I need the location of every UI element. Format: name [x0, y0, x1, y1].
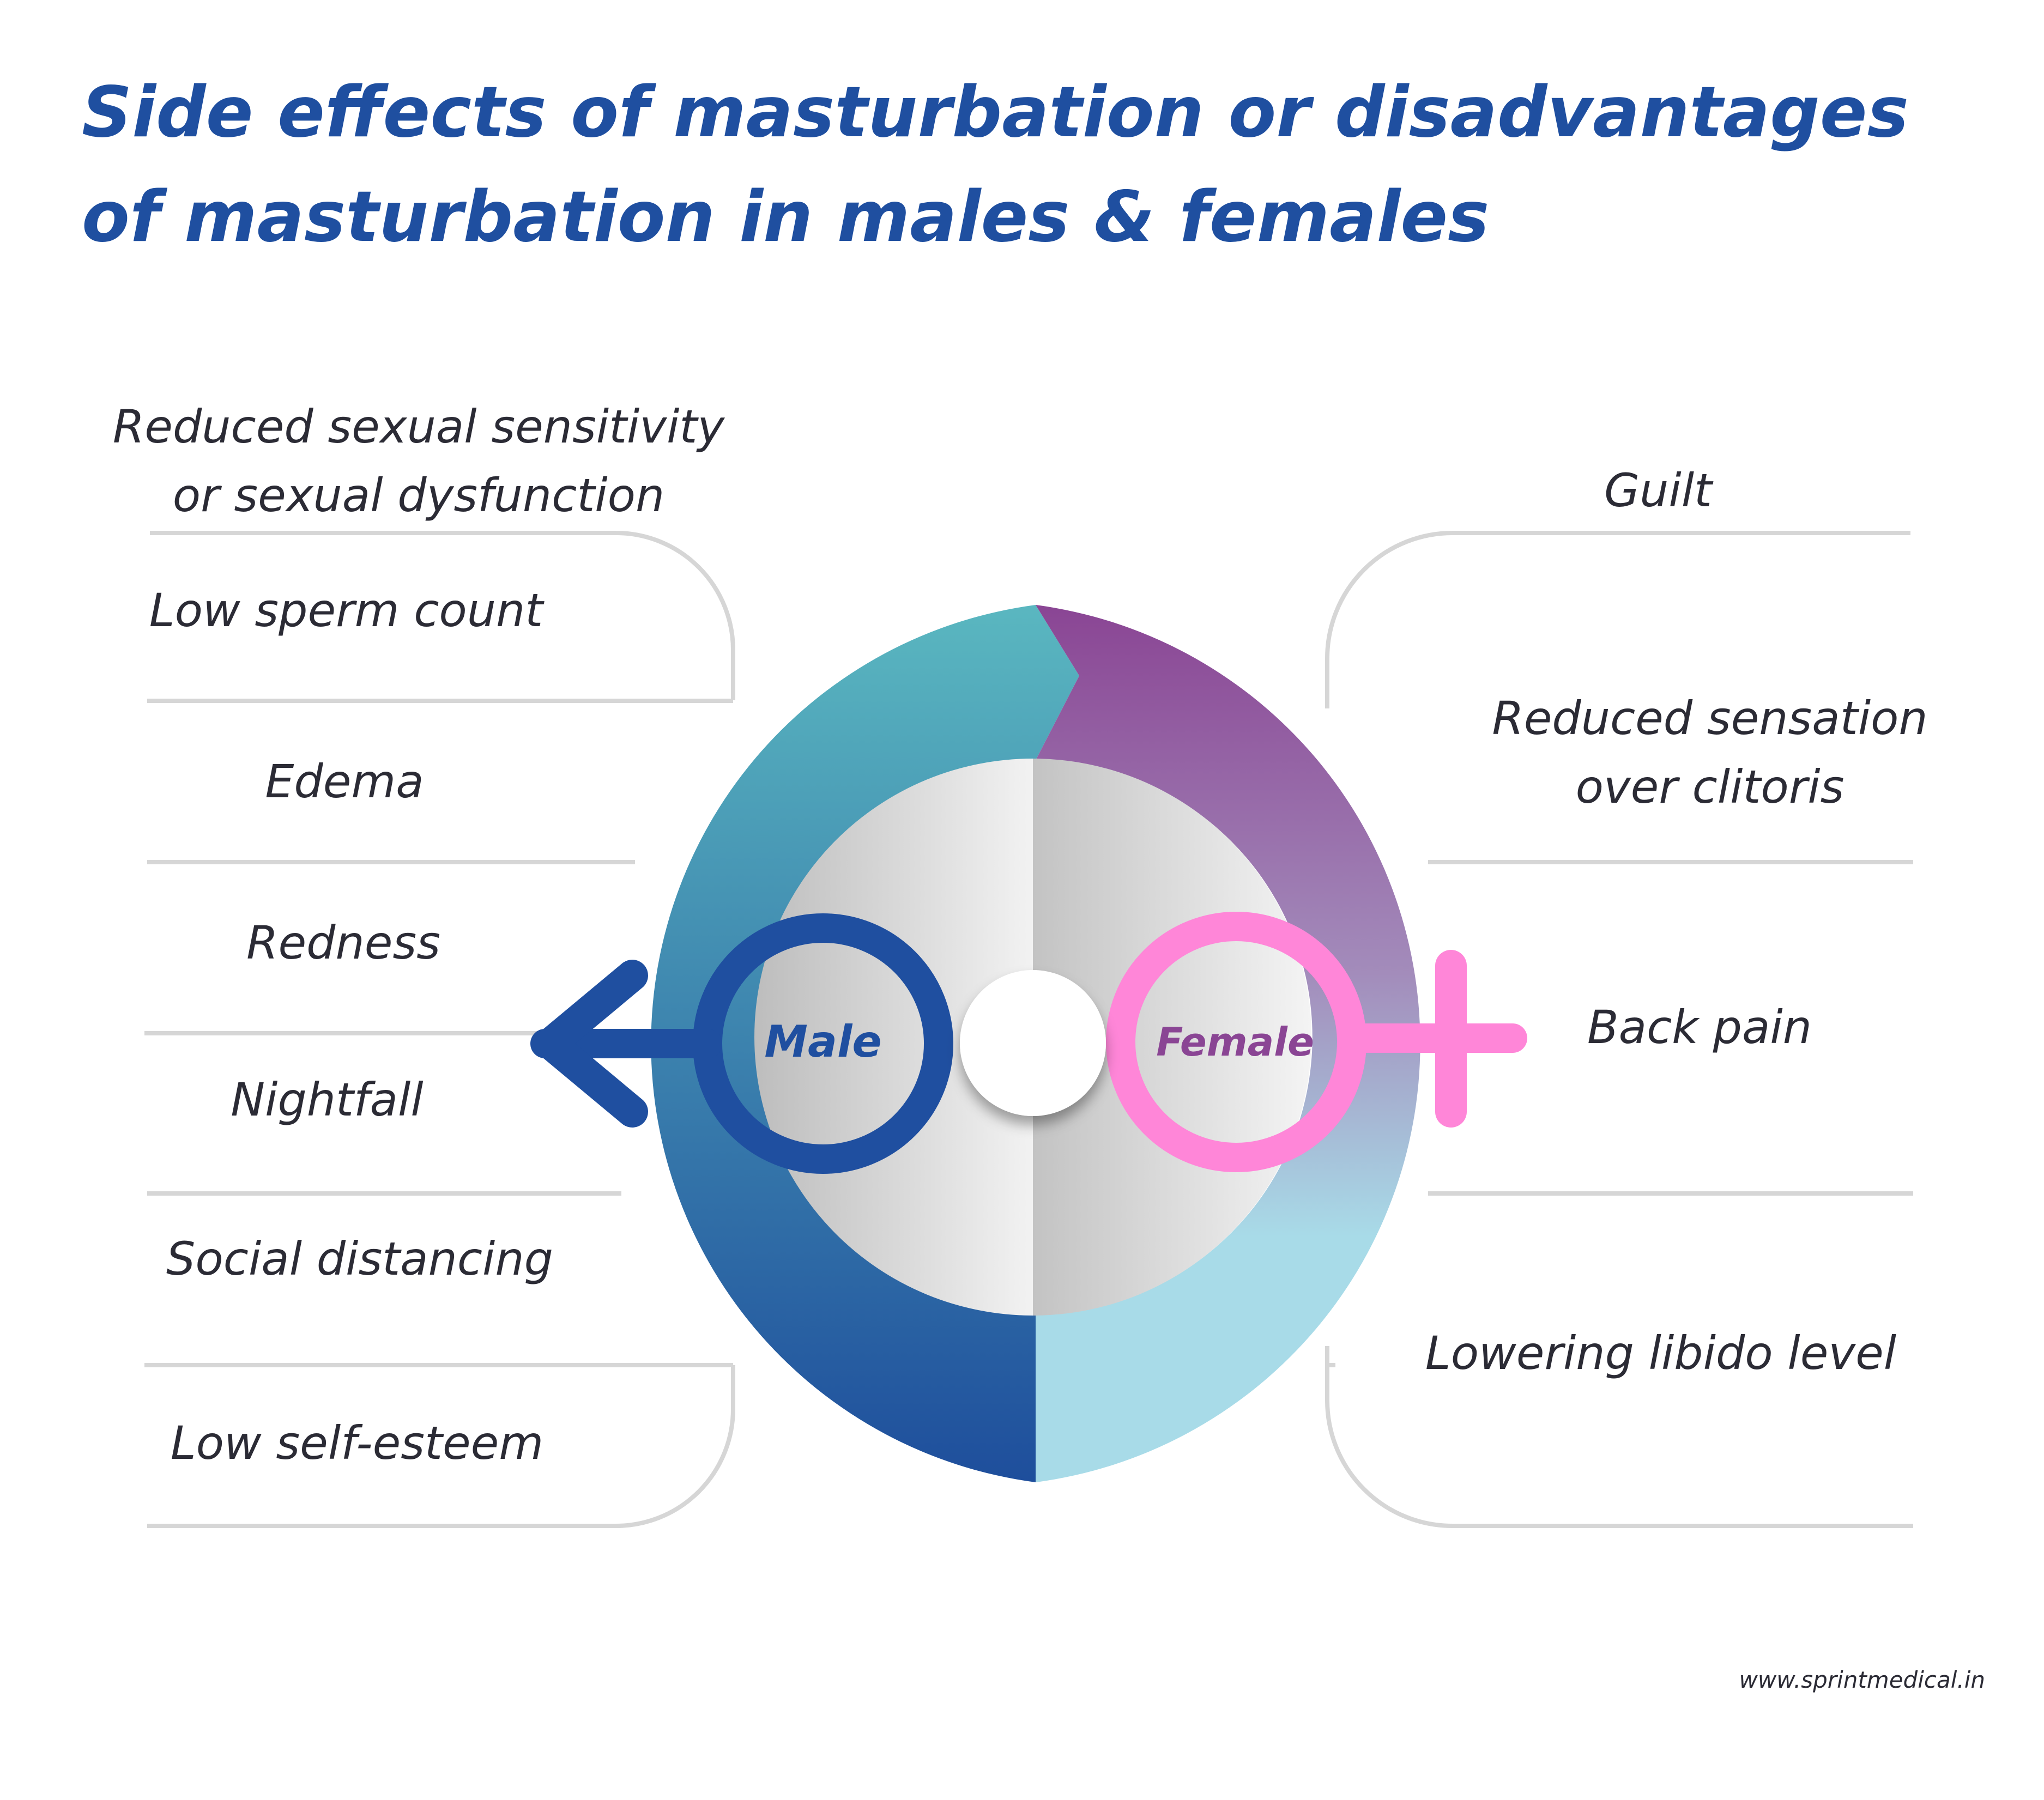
male-effect-reduced-sensitivity: Reduced sexual sensitivity or sexual dys…: [112, 400, 725, 522]
website-url: www.sprintmedical.in: [1739, 1666, 1986, 1693]
male-effect-low-sperm-count: Low sperm count: [149, 584, 543, 637]
male-effect-nightfall: Nightfall: [231, 1073, 424, 1126]
male-ring-segment: [651, 605, 1079, 1482]
male-connector-lines: [144, 531, 735, 1528]
male-symbol-icon: [530, 913, 953, 1174]
female-connector-bottom: [1325, 1346, 1913, 1528]
male-connector-top: [150, 531, 735, 700]
center-hub: [960, 970, 1106, 1116]
inner-disc-left: [754, 759, 1033, 1316]
female-label: Female: [1156, 1019, 1314, 1065]
male-label: Male: [764, 1016, 882, 1067]
male-effect-redness: Redness: [246, 916, 440, 969]
female-effect-lowering-libido: Lowering libido level: [1425, 1326, 1897, 1380]
page-title-line-1: Side effects of masturbation or disadvan…: [82, 72, 1909, 153]
male-effect-edema: Edema: [265, 755, 424, 808]
female-connector-top: [1325, 531, 1910, 708]
female-connector-lines: [1325, 531, 1913, 1528]
male-effect-social-distancing: Social distancing: [166, 1232, 553, 1286]
female-effect-guilt: Guilt: [1604, 464, 1712, 517]
male-connector-bottom: [147, 1365, 735, 1528]
female-symbol-icon: [1106, 912, 1527, 1172]
female-effect-reduced-sensation: Reduced sensation over clitoris: [1492, 692, 1928, 814]
male-effect-low-self-esteem: Low self-esteem: [170, 1416, 544, 1470]
female-ring-segment: [1036, 605, 1420, 1482]
page-title-line-2: of masturbation in males & females: [82, 177, 1490, 258]
female-effect-back-pain: Back pain: [1587, 1001, 1812, 1054]
inner-disc-right: [1033, 759, 1311, 1316]
